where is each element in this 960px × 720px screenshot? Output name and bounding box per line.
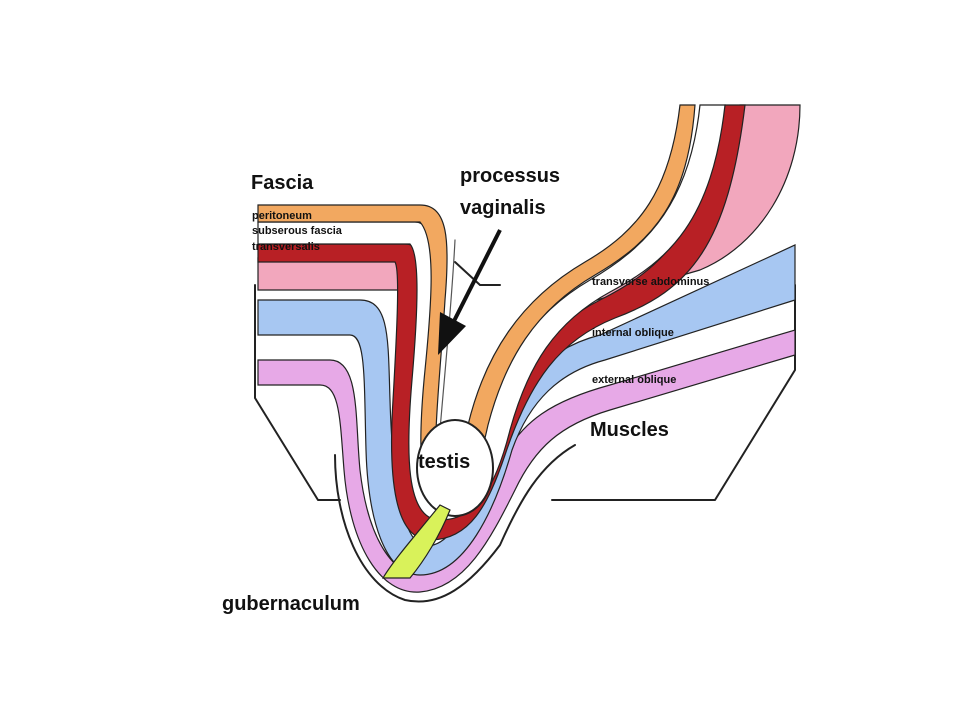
label-peritoneum: peritoneum <box>252 210 312 222</box>
label-fascia: Fascia <box>251 172 314 194</box>
body-wall-outline <box>254 261 796 501</box>
label-transversalis: transversalis <box>252 241 320 253</box>
label-external-oblique: external oblique <box>592 374 676 386</box>
external-oblique-layer <box>257 329 796 593</box>
transverse-abdominis-layer <box>257 257 410 291</box>
label-muscles: Muscles <box>590 419 669 441</box>
label-testis: testis <box>418 451 470 473</box>
label-transverse-abdominis: transverse abdominus <box>592 276 709 288</box>
scrotal-sac-outline <box>334 444 576 603</box>
processus-arrow <box>438 229 502 355</box>
testis <box>416 419 494 517</box>
label-subserous-fascia: subserous fascia <box>252 225 343 237</box>
label-vaginalis: vaginalis <box>460 197 546 219</box>
label-gubernaculum: gubernaculum <box>222 593 360 615</box>
label-internal-oblique: internal oblique <box>592 327 674 339</box>
label-processus: processus <box>460 165 560 187</box>
gubernaculum <box>381 504 451 579</box>
